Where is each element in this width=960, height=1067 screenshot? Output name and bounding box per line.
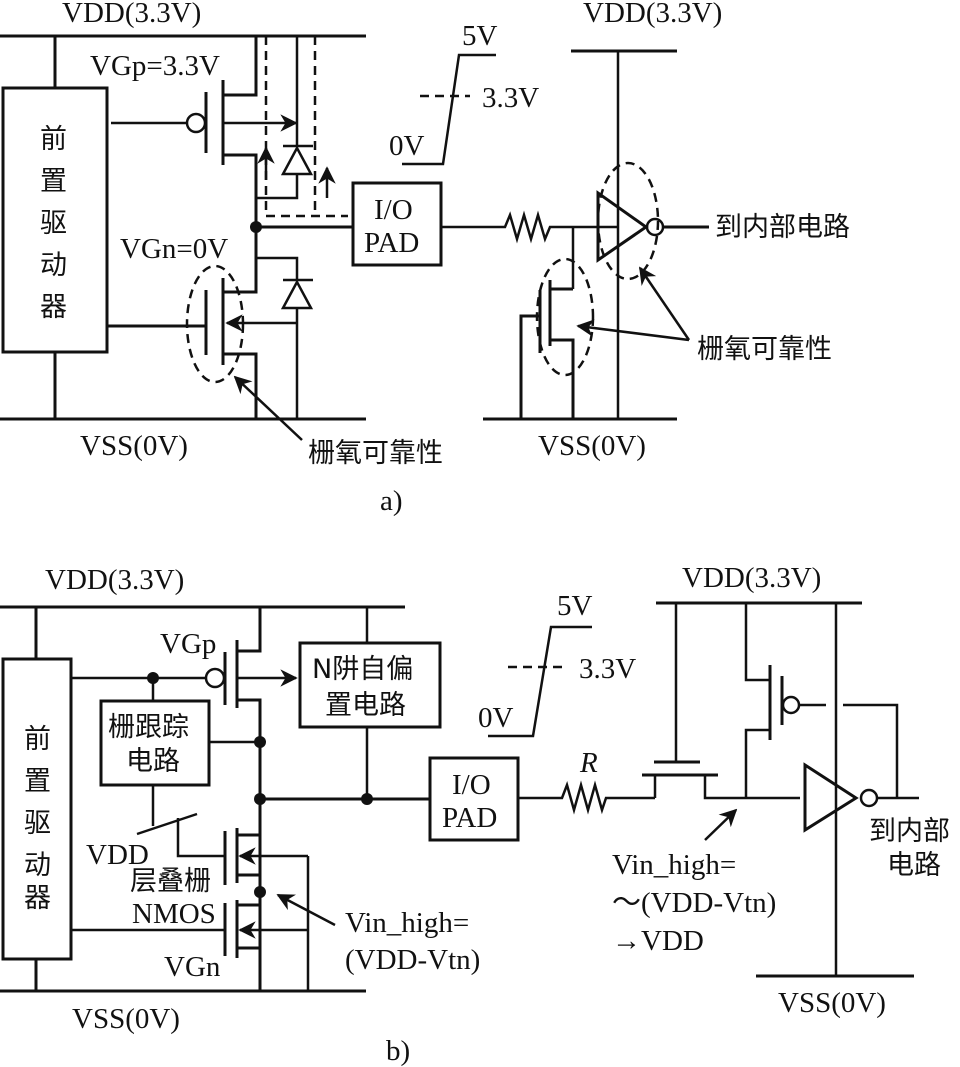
svg-text:前: 前 (24, 724, 51, 755)
pad-label1-a: I/O (374, 194, 413, 226)
pass-nmos-b (642, 603, 800, 800)
inverter-b (803, 762, 919, 833)
pad-label2-a: PAD (364, 227, 419, 259)
predriver-label-b: 前 置 驱 动 器 (24, 724, 51, 914)
vgn-label-a: VGn=0V (120, 233, 228, 265)
wave-low-a: 0V (389, 130, 425, 162)
diode-top-a (256, 36, 314, 200)
vss-label-b: VSS(0V) (72, 1003, 180, 1035)
vin-right-label3-b: →VDD (612, 925, 704, 957)
output-label2-b: 电路 (887, 850, 941, 881)
nwell-bias-label2-b: 置电路 (325, 690, 406, 721)
vgp-label-a: VGp=3.3V (90, 50, 220, 82)
waveform-b: 5V 3.3V 0V (478, 590, 636, 738)
leakage-path-a (257, 36, 348, 218)
predriver-box-a (1, 86, 109, 354)
svg-text:动: 动 (40, 250, 67, 281)
gate-track-box-b (99, 699, 211, 787)
nwell-bias-box-b (298, 641, 442, 729)
waveform-a: 5V 3.3V 0V (389, 20, 539, 166)
output-label-a: 到内部电路 (715, 212, 850, 243)
predriver-label-a: 前 置 驱 动 器 (40, 124, 67, 323)
vgp-label-b: VGp (160, 628, 216, 660)
resistor-a (441, 210, 617, 244)
pad-label1-b: I/O (452, 769, 491, 801)
vin-left-label2-b: (VDD-Vtn) (345, 944, 480, 976)
io-pad-a (351, 181, 443, 267)
pmos-a (111, 36, 298, 228)
wave-mid-b: 3.3V (579, 653, 636, 685)
svg-text:驱: 驱 (24, 808, 51, 839)
vdd-label-cascode-b: VDD (86, 839, 149, 871)
pmos-b (71, 607, 298, 990)
wave-low-b: 0V (478, 702, 514, 734)
vss-label-right-a: VSS(0V) (538, 430, 646, 462)
resistor-label-b: R (579, 747, 598, 779)
vin-left-label1-b: Vin_high= (345, 907, 469, 939)
caption-b: b) (386, 1035, 410, 1067)
vdd-label-right-a: VDD(3.3V) (583, 0, 722, 29)
svg-text:器: 器 (24, 883, 51, 914)
vdd-label-right-b: VDD(3.3V) (682, 562, 821, 594)
cascode-label1-b: 层叠栅 (130, 866, 211, 897)
gate-oxide-highlight-inverter-a (596, 161, 660, 281)
vdd-label-b: VDD(3.3V) (45, 564, 184, 596)
vin-right-label1-b: Vin_high= (612, 849, 736, 881)
pad-label2-b: PAD (442, 802, 497, 834)
wave-high-b: 5V (557, 590, 593, 622)
vdd-label-a: VDD(3.3V) (62, 0, 201, 29)
wave-mid-a: 3.3V (482, 82, 539, 114)
wave-high-a: 5V (462, 20, 498, 52)
diode-bottom-a (256, 256, 314, 419)
cascode-label2-b: NMOS (132, 898, 216, 930)
vgn-label-b: VGn (164, 951, 221, 983)
gate-track-label2-b: 电路 (126, 746, 180, 777)
resistor-b (518, 780, 655, 815)
cascode-nmos-b (71, 799, 310, 991)
feedback-pmos-b (744, 603, 899, 798)
gate-oxide-highlight-nmos-a (185, 264, 245, 384)
svg-text:置: 置 (24, 766, 51, 797)
nwell-bias-label1-b: N阱自偏 (312, 654, 413, 685)
svg-text:前: 前 (40, 124, 67, 155)
figure-b: VDD(3.3V) VSS(0V) 前 置 驱 动 器 VGp N阱自偏 置电路 (0, 562, 950, 1067)
clamp-nmos-a (519, 280, 575, 419)
vin-right-label2-b: ～(VDD-Vtn) (612, 887, 776, 919)
svg-text:动: 动 (24, 850, 51, 881)
gate-oxide-highlight-clamp-a (535, 257, 595, 377)
svg-text:驱: 驱 (40, 208, 67, 239)
output-label1-b: 到内部 (869, 816, 950, 847)
gate-oxide-label-right-a: 栅氧可靠性 (697, 334, 832, 365)
gate-oxide-label-left-a: 栅氧可靠性 (308, 438, 443, 469)
caption-a: a) (380, 485, 403, 517)
figure-a: VDD(3.3V) VSS(0V) 前 置 驱 动 器 VGp=3.3V (0, 0, 850, 517)
svg-text:置: 置 (40, 166, 67, 197)
vss-label-right-b: VSS(0V) (778, 987, 886, 1019)
io-pad-b (428, 756, 520, 842)
vss-label-a: VSS(0V) (80, 430, 188, 462)
svg-text:器: 器 (40, 292, 67, 323)
gate-track-label1-b: 栅跟踪 (108, 712, 189, 743)
